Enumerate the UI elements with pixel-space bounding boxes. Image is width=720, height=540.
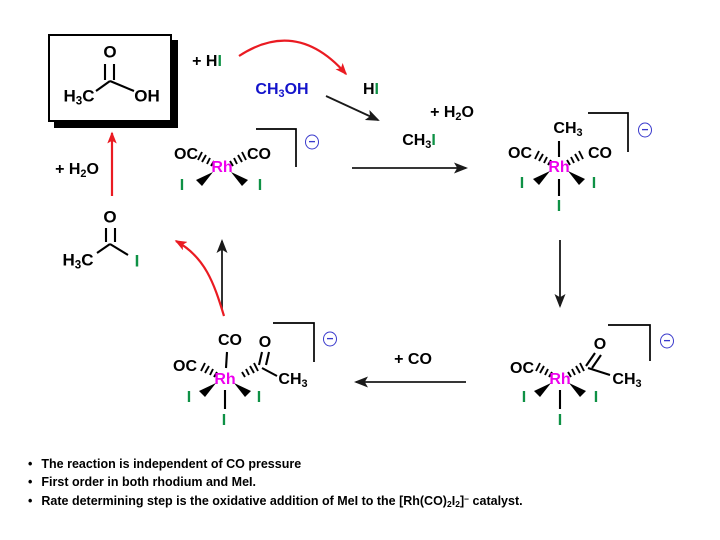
plus-h2o-top-label: + H2O	[430, 104, 474, 123]
hi-label: HI	[362, 81, 380, 98]
c4-iodide-bottom-label: I	[221, 412, 227, 429]
c2-co-label: CO	[588, 145, 612, 162]
c2-iodide-bottom-label: I	[556, 198, 562, 215]
c3-iodide-bottom-label: I	[557, 412, 563, 429]
c3-oc-label: OC	[510, 360, 534, 377]
acetic-acid-oh-label: OH	[134, 86, 160, 106]
note-item-1: • The reaction is independent of CO pres…	[28, 457, 700, 472]
plus-hi-label: + HI	[192, 53, 222, 70]
plus-h2o-left-label: + H2O	[55, 161, 99, 180]
c1-rh-label: Rh	[211, 159, 233, 176]
note-text-3: Rate determining step is the oxidative a…	[41, 493, 523, 509]
c2-iodide-left-label: I	[519, 175, 525, 192]
c4-charge-minus-icon: −	[323, 331, 337, 347]
acetic-acid-o-label: O	[103, 42, 117, 62]
acetyl-monocarbonyl-bonds	[534, 324, 651, 409]
c3-charge-minus-icon: −	[660, 333, 674, 349]
c3-iodide-right-label: I	[593, 389, 599, 406]
c1-co-label: CO	[247, 146, 271, 163]
acetyl-dicarbonyl-bonds	[199, 322, 315, 409]
arrow-methanol-to-methyliodide	[325, 95, 380, 121]
red-curved-arrow-hi	[238, 39, 347, 76]
c3-iodide-left-label: I	[521, 389, 527, 406]
c4-co-top-label: CO	[218, 332, 242, 349]
c1-iodide-right-label: I	[257, 177, 263, 194]
methyl-complex-bonds	[533, 112, 629, 196]
c2-ch3-label: CH3	[553, 120, 583, 139]
methanol-label: CH3OH	[255, 81, 309, 100]
c1-oc-label: OC	[174, 146, 198, 163]
c4-acetyl-ch3-label: CH3	[278, 371, 308, 390]
acetyl-iodide-i-label: I	[134, 251, 140, 271]
c4-rh-label: Rh	[214, 371, 236, 388]
note-text-1: The reaction is independent of CO pressu…	[41, 457, 302, 471]
acetyl-iodide-h3c-label: H3C	[62, 250, 94, 272]
c2-oc-label: OC	[508, 145, 532, 162]
c4-iodide-right-label: I	[256, 389, 262, 406]
bullet-icon: •	[28, 493, 33, 508]
c1-charge-minus-icon: −	[305, 134, 319, 150]
acetyl-iodide-bonds	[96, 228, 129, 256]
acetic-acid-product-box	[48, 34, 172, 122]
c3-acetyl-ch3-label: CH3	[612, 371, 642, 390]
c4-acetyl-o-label: O	[258, 334, 272, 351]
note-item-2: • First order in both rhodium and MeI.	[28, 475, 700, 490]
note-item-3: • Rate determining step is the oxidative…	[28, 494, 700, 509]
acetic-acid-bonds	[95, 64, 135, 92]
red-curved-arrow-acetyl-iodide	[174, 240, 226, 317]
c4-oc-label: OC	[173, 358, 197, 375]
c2-charge-minus-icon: −	[638, 122, 652, 138]
c4-iodide-left-label: I	[186, 389, 192, 406]
c1-iodide-left-label: I	[179, 177, 185, 194]
note-text-2: First order in both rhodium and MeI.	[41, 475, 256, 490]
bullet-icon: •	[28, 457, 33, 471]
acetyl-iodide-o-label: O	[103, 207, 117, 227]
kinetics-notes-list: • The reaction is independent of CO pres…	[28, 457, 700, 512]
c2-rh-label: Rh	[548, 159, 570, 176]
c3-rh-label: Rh	[549, 371, 571, 388]
bullet-icon: •	[28, 475, 33, 490]
c2-iodide-right-label: I	[591, 175, 597, 192]
rh-dicarbonyl-diiodide-bonds	[196, 128, 297, 186]
methyl-iodide-label: CH3I	[402, 132, 436, 151]
plus-co-label: + CO	[394, 351, 432, 368]
acetic-acid-h3c-label: H3C	[63, 86, 95, 108]
c3-acetyl-o-label: O	[593, 336, 607, 353]
